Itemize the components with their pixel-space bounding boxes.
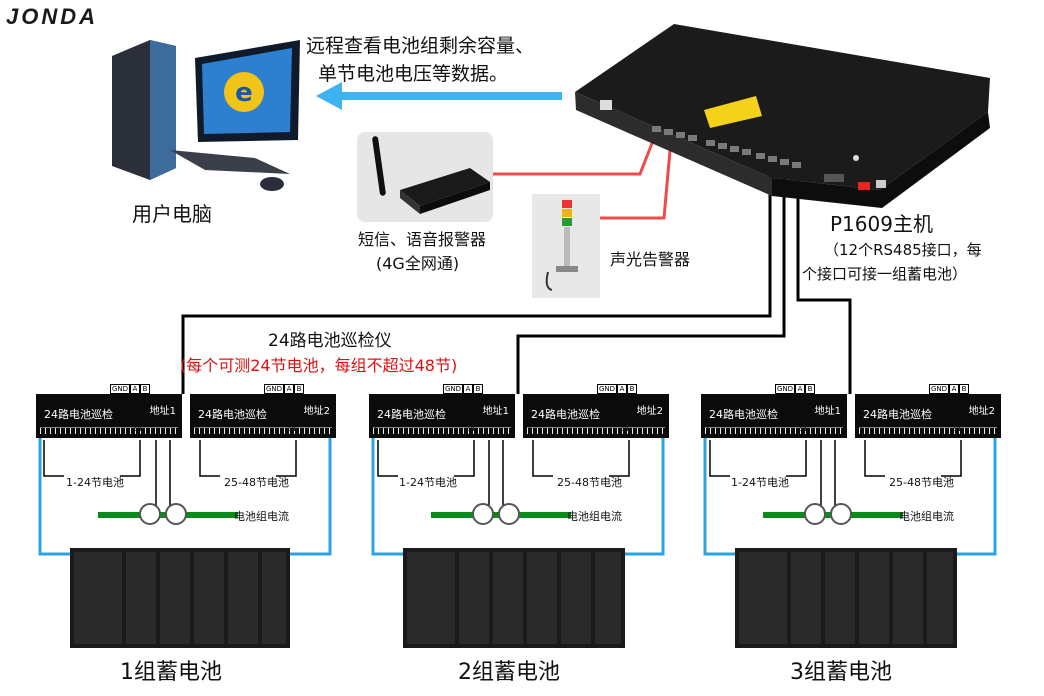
host-desc: （12个RS485接口，每 个接口可接一组蓄电池） [802,238,982,286]
board-title: 24路电池巡检 [198,408,267,421]
board-address: 地址1 [814,406,841,417]
a-terminal: A [949,384,959,394]
gnd-terminal: GND [443,384,463,394]
gnd-terminal: GND [110,384,130,394]
board-pins [40,427,178,434]
board-address: 地址1 [482,406,509,417]
b-terminal: B [140,384,150,394]
battery-bank-2-icon [403,548,625,648]
svg-text:e: e [235,78,253,108]
pin-label: 24 [619,424,630,433]
board-address: 地址1 [149,406,176,417]
pin-label: 1 [859,424,865,433]
pin-label: 1 [373,424,379,433]
board-address: 地址2 [636,406,663,417]
board-pins [705,427,843,434]
light-alarm-label: 声光告警器 [610,250,691,269]
pin-label: 1 [527,424,533,433]
b-terminal: B [473,384,483,394]
range-label: 25-48节电池 [889,476,954,489]
pin-label: 1 [705,424,711,433]
gnd-terminal: GND [597,384,617,394]
sms-alarm-icon [357,132,493,222]
pin-label: 1 [194,424,200,433]
group-label-1: 1组蓄电池 [120,660,222,685]
b-terminal: B [294,384,304,394]
range-label: 1-24节电池 [399,476,457,489]
gnd-terminal: GND [929,384,949,394]
pin-label: 24 [286,424,297,433]
a-terminal: A [795,384,805,394]
board-address: 地址2 [303,406,330,417]
gnd-terminal: GND [264,384,284,394]
board-title: 24路电池巡检 [863,408,932,421]
inspector-title: 24路电池巡检仪 [268,331,392,351]
sense-lines [43,440,962,506]
range-label: 1-24节电池 [66,476,124,489]
pin-label: 24 [465,424,476,433]
sms-label-line2: (4G全网通) [376,254,460,273]
range-label: 25-48节电池 [557,476,622,489]
brand-logo: JONDA [6,4,99,29]
current-label: 电池组电流 [899,510,954,523]
a-terminal: A [617,384,627,394]
board-pins [194,427,332,434]
host-router-icon [575,24,990,208]
board-pins [527,427,665,434]
current-sensor-icon [139,503,852,525]
board-pins [859,427,997,434]
pin-label: 24 [951,424,962,433]
host-desc-line2: 个接口可接一组蓄电池） [802,265,968,283]
computer-icon: e [112,40,300,191]
host-name: P1609主机 [830,212,933,236]
gnd-terminal: GND [775,384,795,394]
inspector-board: 24路电池巡检 地址1 [36,394,182,438]
battery-bank-3-icon [735,548,957,648]
a-terminal: A [130,384,140,394]
pin-label: 24 [132,424,143,433]
b-terminal: B [627,384,637,394]
battery-bank-1-icon [70,548,290,648]
tower-light-icon [532,194,600,298]
board-address: 地址2 [968,406,995,417]
b-terminal: B [959,384,969,394]
pc-label: 用户电脑 [132,202,212,226]
board-pins [373,427,511,434]
board-title: 24路电池巡检 [377,408,446,421]
rs485-wires [181,175,852,394]
inspector-board: 24路电池巡检 地址1 [701,394,847,438]
inspector-note: (每个可测24节电池，每组不超过48节) [180,356,458,375]
pin-label: 24 [797,424,808,433]
range-label: 1-24节电池 [731,476,789,489]
sms-label-line1: 短信、语音报警器 [358,230,487,249]
inspector-board: 24路电池巡检 地址2 [523,394,669,438]
host-desc-line1: （12个RS485接口，每 [824,241,982,259]
board-title: 24路电池巡检 [709,408,778,421]
group-label-2: 2组蓄电池 [458,660,560,685]
board-title: 24路电池巡检 [531,408,600,421]
remote-note: 远程查看电池组剩余容量、 单节电池电压等数据。 [306,32,534,88]
sms-label: 短信、语音报警器 (4G全网通) [358,228,486,276]
board-title: 24路电池巡检 [44,408,113,421]
remote-note-line1: 远程查看电池组剩余容量、 [306,35,535,57]
inspector-board: 24路电池巡检 地址1 [369,394,515,438]
remote-note-line2: 单节电池电压等数据。 [318,63,509,85]
a-terminal: A [463,384,473,394]
pin-label: 1 [40,424,46,433]
group-label-3: 3组蓄电池 [790,660,892,685]
range-label: 25-48节电池 [224,476,289,489]
b-terminal: B [805,384,815,394]
current-label: 电池组电流 [234,510,289,523]
inspector-board: 24路电池巡检 地址2 [190,394,336,438]
a-terminal: A [284,384,294,394]
data-arrow-icon [316,82,562,110]
inspector-board: 24路电池巡检 地址2 [855,394,1001,438]
current-label: 电池组电流 [567,510,622,523]
group-wiring [38,418,997,556]
